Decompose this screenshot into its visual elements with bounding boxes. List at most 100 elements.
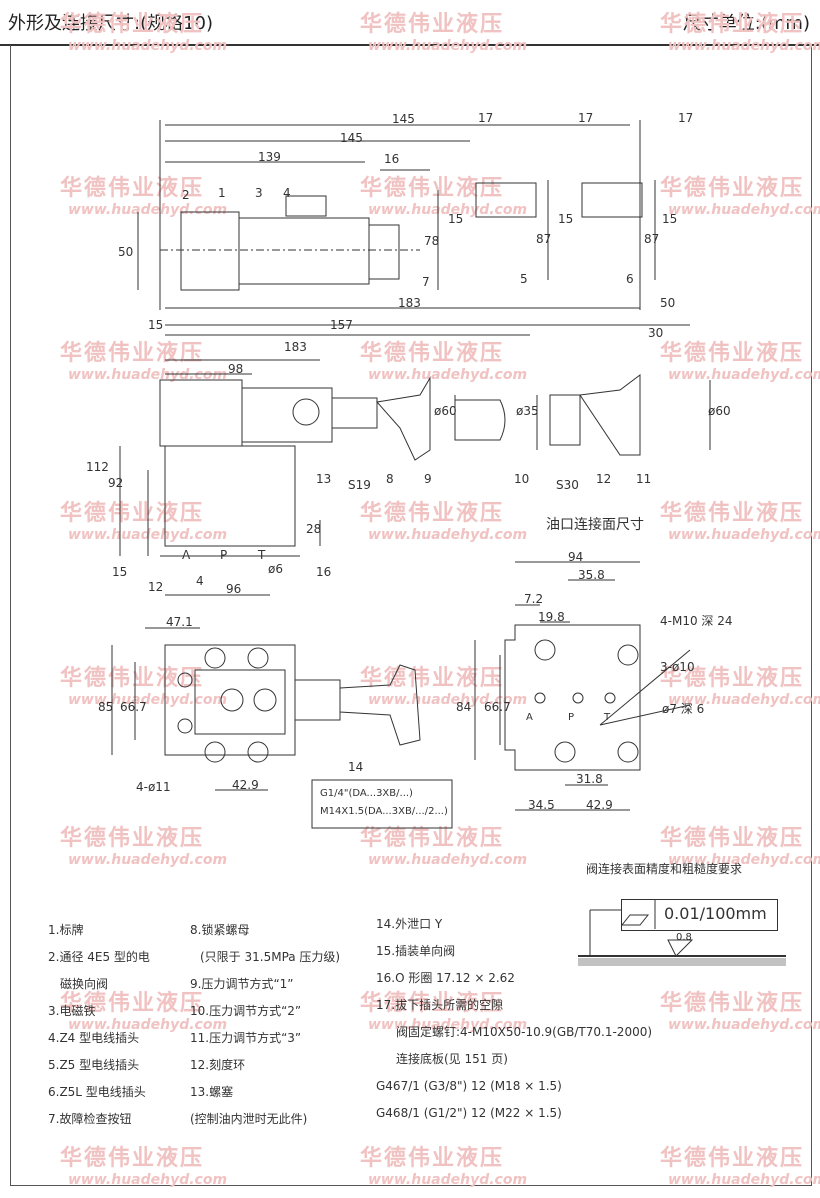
note-m10: 4-M10 深 24: [660, 614, 733, 628]
plug-connector: [285, 195, 327, 217]
callout-13: 13: [316, 472, 332, 486]
callout-15: 15: [112, 565, 128, 579]
legend-item: 15.插装单向阀: [376, 944, 456, 958]
dim-28: 28: [306, 522, 322, 536]
port-face-title: 油口连接面尺寸: [546, 517, 644, 533]
page-title: 外形及连接尺寸:(规格10): [8, 13, 214, 34]
callout-5: 5: [520, 272, 528, 286]
face-port-p: P: [568, 712, 575, 723]
dim-15-b: 15: [558, 212, 574, 226]
legend-item: 2.通径 4E5 型的电: [48, 950, 150, 964]
callout-8: 8: [386, 472, 394, 486]
callout-14: 14: [348, 760, 364, 774]
dim-96: 96: [226, 582, 242, 596]
callout-11: 11: [636, 472, 652, 486]
surface-title: 阀连接表面精度和粗糙度要求: [586, 862, 743, 876]
legend-item: 6.Z5L 型电线插头: [48, 1085, 146, 1099]
legend-item: (控制油内泄时无此件): [190, 1112, 308, 1126]
dim-dia6: ø6: [268, 562, 283, 576]
note-dia7: ø7 深 6: [662, 702, 705, 716]
dim-87-a: 87: [536, 232, 552, 246]
legend-item: 连接底板(见 151 页): [396, 1052, 508, 1066]
label-s19: S19: [348, 478, 371, 492]
plug-z5: [475, 182, 537, 218]
dim-35-8: 35.8: [578, 568, 605, 582]
dim-87-b: 87: [644, 232, 660, 246]
legend-item: 9.压力调节方式“1”: [190, 977, 294, 991]
port-face-outline: [504, 624, 641, 771]
dim-183-front: 183: [284, 340, 307, 354]
dim-dia60-b: ø60: [708, 404, 731, 418]
legend-item: 11.压力调节方式“3”: [190, 1031, 302, 1045]
legend-item: 5.Z5 型电线插头: [48, 1058, 140, 1072]
legend-item: 8.锁紧螺母: [190, 923, 250, 937]
callout-4: 4: [283, 186, 291, 200]
plug-z5l: [581, 182, 643, 218]
legend-item: 16.O 形圈 17.12 × 2.62: [376, 971, 515, 985]
dim-145-b: 145: [340, 131, 363, 145]
dim-16: 16: [384, 152, 400, 166]
dim-145-a: 145: [392, 112, 415, 126]
dim-139: 139: [258, 150, 281, 164]
roughness-value: 0.8: [676, 932, 692, 943]
label-port-p: P: [220, 548, 228, 562]
dim-112: 112: [86, 460, 109, 474]
flatness-frame: [621, 899, 778, 931]
face-port-t: T: [604, 712, 611, 723]
label-port-t: T: [258, 548, 266, 562]
dim-94: 94: [568, 550, 584, 564]
dim-66-7: 66.7: [120, 700, 147, 714]
page-header: 外形及连接尺寸:(规格10) 尺寸单位:(mm): [0, 0, 820, 46]
dim-183: 183: [398, 296, 421, 310]
note-3-dia10: 3-ø10: [660, 660, 695, 674]
legend-item: 1.标牌: [48, 923, 84, 937]
callout-17-c: 17: [678, 111, 694, 125]
dim-19-8: 19.8: [538, 610, 565, 624]
dim-84: 84: [456, 700, 472, 714]
callout-17-a: 17: [478, 111, 494, 125]
dim-66-7-face: 66.7: [484, 700, 511, 714]
dim-98: 98: [228, 362, 244, 376]
port-note-box: [311, 779, 453, 829]
legend-item: 10.压力调节方式“2”: [190, 1004, 302, 1018]
port-note-m14: M14X1.5(DA...3XB/.../2...): [320, 806, 448, 817]
legend-item: G468/1 (G1/2") 12 (M22 × 1.5): [376, 1106, 562, 1120]
adjust-knob-2: [454, 399, 506, 441]
callout-12: 12: [596, 472, 612, 486]
callout-10: 10: [514, 472, 530, 486]
callout-17-b: 17: [578, 111, 594, 125]
dim-15-front: 15: [148, 318, 164, 332]
dim-47-1: 47.1: [166, 615, 193, 629]
dim-4: 4: [196, 574, 204, 588]
callout-7: 7: [422, 275, 430, 289]
legend-item: G467/1 (G3/8") 12 (M18 × 1.5): [376, 1079, 562, 1093]
legend-item: 7.故障检查按钮: [48, 1112, 132, 1126]
dim-dia35: ø35: [516, 404, 539, 418]
unit-label: 尺寸单位:(mm): [682, 13, 810, 34]
dim-50: 50: [118, 245, 134, 259]
dim-12: 12: [148, 580, 164, 594]
callout-16: 16: [316, 565, 332, 579]
dim-42-9: 42.9: [232, 778, 259, 792]
dim-42-9-face: 42.9: [586, 798, 613, 812]
drawing-frame: [10, 45, 812, 1186]
callout-6: 6: [626, 272, 634, 286]
legend-item: 17.拔下插头所需的空隙: [376, 998, 504, 1012]
pilot-body: [159, 379, 243, 447]
dim-4-dia11: 4-ø11: [136, 780, 171, 794]
dim-30: 30: [648, 326, 664, 340]
manual-override: [368, 224, 400, 280]
legend-item: 阀固定螺钉:4-M10X50-10.9(GB/T70.1-2000): [396, 1025, 653, 1039]
face-port-a: A: [526, 712, 533, 723]
dim-15-a: 15: [448, 212, 464, 226]
callout-3: 3: [255, 186, 263, 200]
dim-92: 92: [108, 476, 124, 490]
flatness-value: 0.01/100mm: [664, 904, 767, 923]
legend-col-3: 14.外泄口 Y 15.插装单向阀 16.O 形圈 17.12 × 2.62 1…: [376, 911, 652, 1127]
main-valve-body: [164, 445, 296, 547]
dim-7-2: 7.2: [524, 592, 544, 606]
dim-85: 85: [98, 700, 114, 714]
legend-col-1: 1.标牌 2.通径 4E5 型的电 磁换向阀 3.电磁铁 4.Z4 型电线插头 …: [48, 917, 150, 1133]
label-port-a: A: [182, 548, 191, 562]
plan-knob: [339, 664, 421, 746]
